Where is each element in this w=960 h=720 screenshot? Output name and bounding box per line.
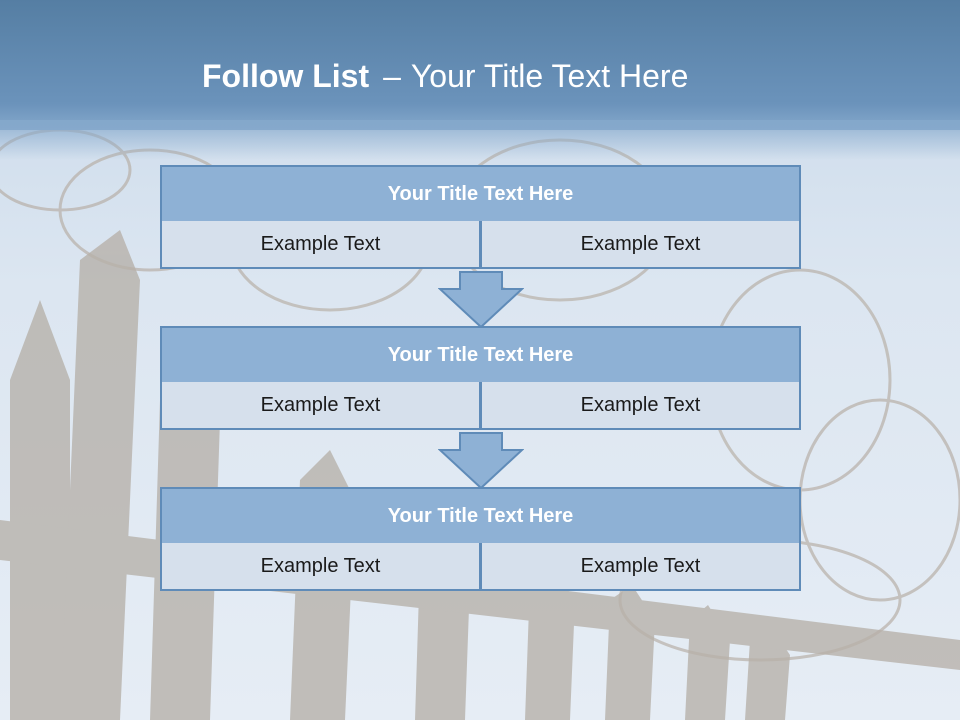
block-title: Your Title Text Here	[160, 165, 801, 223]
slide-title-rest: Your Title Text Here	[410, 58, 689, 94]
slide-title: Follow List–Your Title Text Here	[202, 56, 688, 96]
down-arrow-icon	[438, 271, 524, 329]
block-cell-left: Example Text	[160, 543, 481, 591]
header-band	[0, 0, 960, 130]
block-title: Your Title Text Here	[160, 326, 801, 384]
slide-title-bold: Follow List	[202, 58, 370, 94]
block-title: Your Title Text Here	[160, 487, 801, 545]
block-cell-right: Example Text	[480, 382, 801, 430]
down-arrow-icon	[438, 432, 524, 490]
block-cell-right: Example Text	[480, 543, 801, 591]
block-cell-left: Example Text	[160, 221, 481, 269]
block-cell-right: Example Text	[480, 221, 801, 269]
slide-title-separator: –	[383, 58, 401, 94]
block-cell-left: Example Text	[160, 382, 481, 430]
header-fade	[0, 120, 960, 160]
